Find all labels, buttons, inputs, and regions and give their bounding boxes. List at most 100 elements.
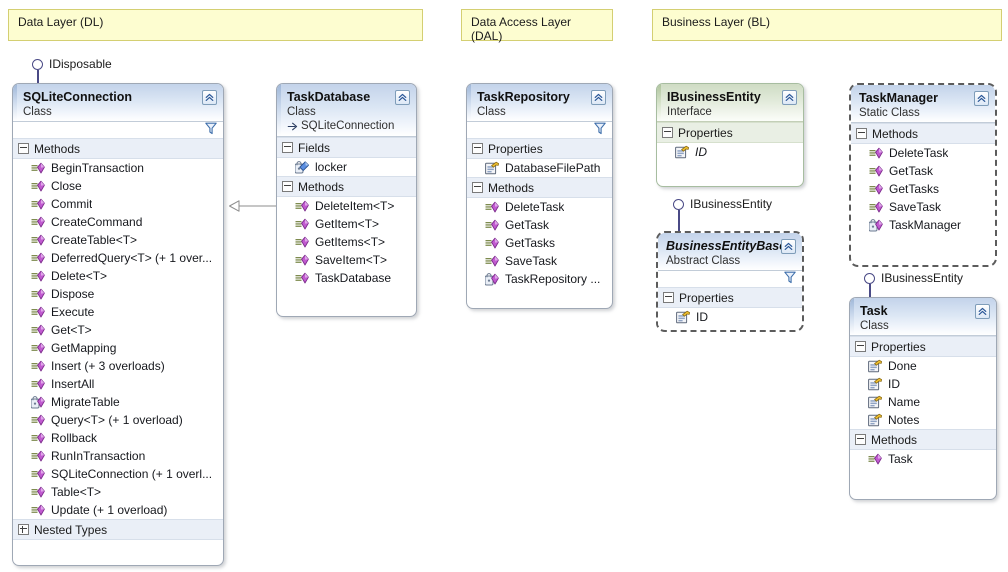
class-base-type[interactable]: SQLiteConnection [287,119,408,134]
collapse-chevron-icon[interactable] [202,90,217,105]
compartment-header[interactable]: Methods [851,123,995,144]
member-row[interactable]: TaskRepository ... [467,270,612,288]
member-row[interactable]: DeleteTask [467,198,612,216]
collapse-minus-icon[interactable] [18,143,29,154]
member-row[interactable]: GetMapping [13,339,223,357]
member-row[interactable]: ID [658,308,802,326]
expand-plus-icon[interactable] [18,524,29,535]
member-row[interactable]: Name [850,393,996,411]
member-row[interactable]: Insert (+ 3 overloads) [13,357,223,375]
collapse-minus-icon[interactable] [472,143,483,154]
member-row[interactable]: GetItems<T> [277,233,416,251]
member-row[interactable]: SaveTask [467,252,612,270]
member-row[interactable]: DeferredQuery<T> (+ 1 over... [13,249,223,267]
collapse-chevron-icon[interactable] [974,91,989,106]
member-row[interactable]: Execute [13,303,223,321]
member-row[interactable]: ID [850,375,996,393]
member-label: TaskDatabase [315,271,392,285]
member-row[interactable]: MigrateTable [13,393,223,411]
member-row[interactable]: CreateCommand [13,213,223,231]
member-row[interactable]: GetTask [467,216,612,234]
collapse-minus-icon[interactable] [855,434,866,445]
compartment-header[interactable]: Nested Types [13,519,223,540]
collapse-minus-icon[interactable] [855,341,866,352]
member-row[interactable]: Notes [850,411,996,429]
collapse-minus-icon[interactable] [856,128,867,139]
member-row[interactable]: Commit [13,195,223,213]
collapse-minus-icon[interactable] [663,292,674,303]
member-row[interactable]: Query<T> (+ 1 overload) [13,411,223,429]
member-row[interactable]: DeleteItem<T> [277,197,416,215]
compartment-header[interactable]: Fields [277,137,416,158]
interface-lollipop[interactable]: IDisposable [32,57,112,97]
collapse-chevron-icon[interactable] [395,90,410,105]
collapse-chevron-icon[interactable] [975,304,990,319]
compartment-header[interactable]: Methods [467,177,612,198]
collapse-chevron-icon[interactable] [782,90,797,105]
member-row[interactable]: Update (+ 1 overload) [13,501,223,519]
member-row[interactable]: SaveItem<T> [277,251,416,269]
member-row[interactable]: Delete<T> [13,267,223,285]
compartment-header[interactable]: Properties [850,336,996,357]
compartment-header[interactable]: Properties [467,138,612,159]
layer-note[interactable]: Business Layer (BL) [652,9,1002,41]
compartment-header[interactable]: Methods [277,176,416,197]
member-row[interactable]: RunInTransaction [13,447,223,465]
member-row[interactable]: DeleteTask [851,144,995,162]
member-row[interactable]: Dispose [13,285,223,303]
filter-funnel-icon[interactable] [594,122,606,135]
filter-funnel-icon[interactable] [784,271,796,284]
member-row[interactable]: GetItem<T> [277,215,416,233]
member-row[interactable]: ID [657,143,803,161]
member-row[interactable]: CreateTable<T> [13,231,223,249]
member-row[interactable]: Table<T> [13,483,223,501]
member-row[interactable]: Done [850,357,996,375]
member-row[interactable]: InsertAll [13,375,223,393]
member-label: Notes [888,413,920,427]
member-row[interactable]: Get<T> [13,321,223,339]
inheritance-connector[interactable] [228,199,276,213]
collapse-minus-icon[interactable] [662,127,673,138]
compartment-header[interactable]: Properties [658,287,802,308]
collapse-minus-icon[interactable] [282,142,293,153]
interface-lollipop[interactable]: IBusinessEntity [864,271,963,316]
member-row[interactable]: SQLiteConnection (+ 1 overl... [13,465,223,483]
filter-funnel-icon[interactable] [205,122,217,135]
collapse-chevron-icon[interactable] [591,90,606,105]
member-row[interactable]: TaskDatabase [277,269,416,287]
compartment-header[interactable]: Properties [657,122,803,143]
member-row[interactable]: Rollback [13,429,223,447]
member-row[interactable]: BeginTransaction [13,159,223,177]
compartment-header[interactable]: Methods [850,429,996,450]
collapse-minus-icon[interactable] [472,182,483,193]
member-row[interactable]: GetTasks [467,234,612,252]
member-row[interactable]: Close [13,177,223,195]
member-row[interactable]: TaskManager [851,216,995,234]
interface-lollipop[interactable]: IBusinessEntity [673,197,772,243]
member-row[interactable]: DatabaseFilePath [467,159,612,177]
member-row[interactable]: locker [277,158,416,176]
collapse-minus-icon[interactable] [282,181,293,192]
collapse-chevron-icon[interactable] [781,239,796,254]
layer-note[interactable]: Data Layer (DL) [8,9,423,41]
member-row[interactable]: GetTask [851,162,995,180]
compartment-header[interactable]: Methods [13,138,223,159]
member-row[interactable]: Task [850,450,996,468]
member-row[interactable]: GetTasks [851,180,995,198]
layer-note[interactable]: Data Access Layer (DAL) [461,9,613,43]
member-row[interactable]: SaveTask [851,198,995,216]
